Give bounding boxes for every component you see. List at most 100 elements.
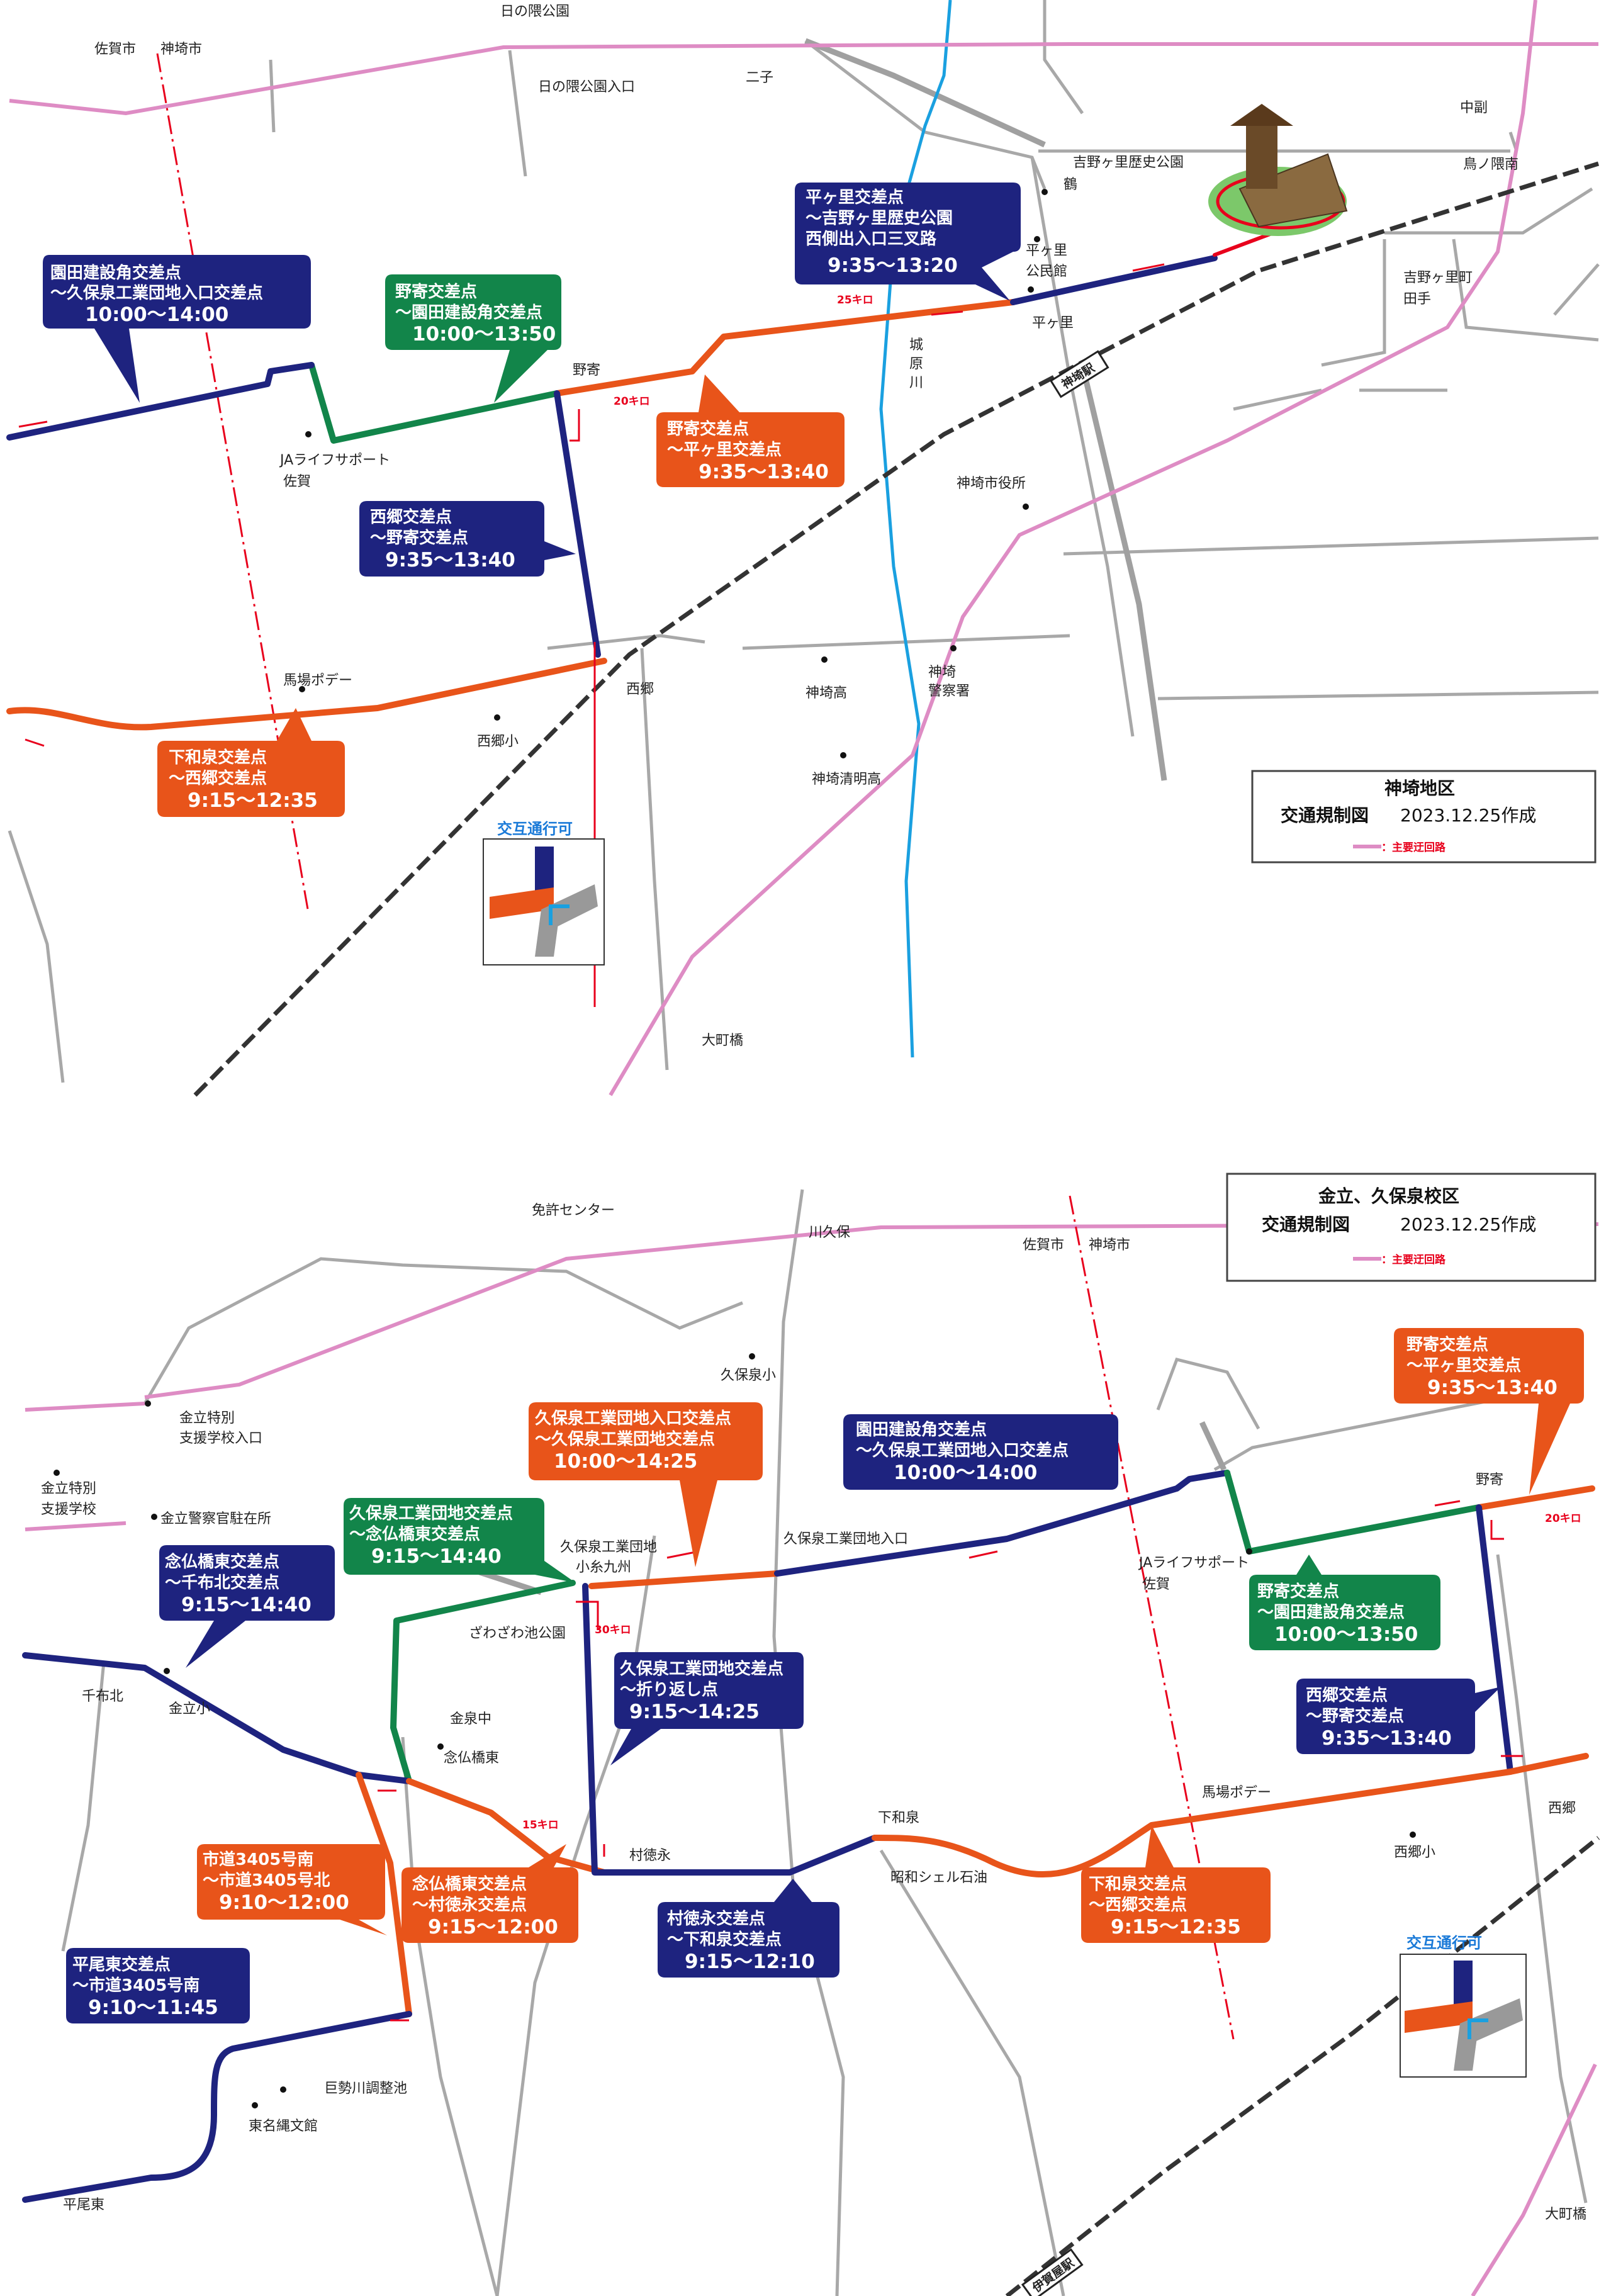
label-hegari-hall-1: 平ヶ里 <box>1026 243 1067 259</box>
top-detour-roads <box>9 0 1598 1096</box>
top-legend-title: 神埼地区 <box>1384 778 1455 799</box>
svg-text:久保泉工業団地交差点: 久保泉工業団地交差点 <box>620 1659 783 1679</box>
label-senpukita: 千布北 <box>82 1689 123 1704</box>
top-box-nozori-hegari: 野寄交差点 ～平ヶ里交差点 9:35～13:40 <box>656 374 845 487</box>
svg-text:10:00～14:00: 10:00～14:00 <box>894 1461 1037 1484</box>
top-box-hegari: 平ヶ里交差点 ～吉野ヶ里歴史公園 西側出入口三叉路 9:35～13:20 <box>795 183 1021 301</box>
label-ja-b-2: 佐賀 <box>1142 1577 1170 1592</box>
top-map: 日の隈公園 日の隈公園入口 二子 佐賀市 神埼市 中副 吉野ヶ里歴史公園 鳥ノ隈… <box>6 0 1600 1097</box>
label-nenbutsu-east: 念仏橋東 <box>444 1750 499 1766</box>
svg-text:9:15～12:10: 9:15～12:10 <box>685 1950 815 1973</box>
svg-text:～村徳永交差点: ～村徳永交差点 <box>412 1895 527 1915</box>
svg-text:念仏橋東交差点: 念仏橋東交差点 <box>165 1552 279 1572</box>
top-legend-detour: ：主要迂回路 <box>1381 841 1446 854</box>
svg-text:～平ヶ里交差点: ～平ヶ里交差点 <box>1406 1356 1521 1375</box>
bottom-box-kubo-entrance: 久保泉工業団地入口交差点 ～久保泉工業団地交差点 10:00～14:25 <box>529 1402 763 1567</box>
route-nozori-hegari <box>554 299 1016 397</box>
label-kanzaki-police-2: 警察署 <box>928 684 970 699</box>
yoshinogari-park-icon <box>1208 104 1348 236</box>
label-hinokuma-park: 日の隈公園 <box>500 4 570 20</box>
svg-text:9:15～14:40: 9:15～14:40 <box>371 1545 502 1568</box>
label-showa-shell: 昭和シェル石油 <box>890 1870 987 1886</box>
label-kubo-entrance: 久保泉工業団地入口 <box>783 1531 908 1547</box>
bottom-box-nenbutsu-mura: 念仏橋東交差点 ～村徳永交差点 9:15～12:00 <box>401 1844 578 1943</box>
speed-30: 30キロ <box>595 1624 631 1636</box>
bottom-box-nozori-sonoda: 野寄交差点 ～園田建設角交差点 10:00～13:50 <box>1249 1555 1440 1650</box>
svg-text:～西郷交差点: ～西郷交差点 <box>169 768 267 788</box>
speed-20-b: 20キロ <box>1545 1512 1581 1525</box>
label-ja-1: JAライフサポート <box>279 453 390 468</box>
label-koseigawa: 巨勢川調整池 <box>324 2081 407 2096</box>
label-ja-2: 佐賀 <box>283 474 311 490</box>
bottom-legend-date: 2023.12.25作成 <box>1400 1214 1536 1235</box>
top-legend: 神埼地区 交通規制図 2023.12.25作成 ：主要迂回路 <box>1251 770 1597 864</box>
route-sonoda-kubo <box>6 362 315 441</box>
label-yoshinogari-park: 吉野ヶ里歴史公園 <box>1073 155 1184 171</box>
label-higashina: 東名縄文館 <box>249 2119 318 2134</box>
bottom-routes <box>22 1470 1595 2203</box>
label-saga-city-b: 佐賀市 <box>1023 1237 1064 1253</box>
svg-text:9:15～12:35: 9:15～12:35 <box>1111 1916 1241 1939</box>
svg-text:下和泉交差点: 下和泉交差点 <box>169 748 267 767</box>
label-kubo-industrial-2: 小糸九州 <box>576 1560 631 1575</box>
svg-text:野寄交差点: 野寄交差点 <box>1406 1335 1488 1354</box>
svg-text:9:35～13:40: 9:35～13:40 <box>1427 1376 1558 1399</box>
label-shimowaizumi-b: 下和泉 <box>878 1810 919 1826</box>
bottom-city-boundary <box>1069 1195 1235 2040</box>
bottom-box-kubo-return: 久保泉工業団地交差点 ～折り返し点 9:15～14:25 <box>610 1652 804 1765</box>
bottom-box-shimowaizumi: 下和泉交差点 ～西郷交差点 9:15～12:35 <box>1081 1825 1271 1943</box>
label-river-3: 川 <box>909 375 923 391</box>
svg-text:西郷交差点: 西郷交差点 <box>370 507 452 527</box>
label-kanadachi-school-entrance-2: 支援学校入口 <box>179 1431 262 1446</box>
label-hinokuma-entrance: 日の隈公園入口 <box>538 79 635 95</box>
label-babapote-b: 馬場ポデー <box>1202 1785 1271 1801</box>
label-kanadachi-jh: 金泉中 <box>450 1711 491 1727</box>
bottom-box-nenbutsu-senpu: 念仏橋東交差点 ～千布北交差点 9:15～14:40 <box>159 1545 335 1668</box>
label-nozori: 野寄 <box>573 363 600 378</box>
label-hiraohigashi: 平尾東 <box>63 2197 104 2213</box>
svg-text:9:35～13:40: 9:35～13:40 <box>385 549 515 571</box>
top-railway <box>193 161 1600 1097</box>
svg-text:～市道3405号南: ～市道3405号南 <box>72 1976 199 1995</box>
label-kawakubo: 川久保 <box>809 1225 850 1241</box>
svg-text:園田建設角交差点: 園田建設角交差点 <box>856 1420 987 1439</box>
bottom-map: 免許センター 川久保 佐賀市 神埼市 久保泉小 金立特別 支援学校入口 金立特別… <box>22 1173 1600 2296</box>
top-box-saigo-nozori: 西郷交差点 ～野寄交差点 9:35～13:40 <box>359 501 576 577</box>
label-menkyo: 免許センター <box>532 1203 615 1218</box>
bottom-alternate-icon: 交互通行可 <box>1400 1934 1527 2078</box>
top-legend-date: 2023.12.25作成 <box>1400 805 1536 826</box>
label-omachibashi-b: 大町橋 <box>1545 2207 1586 2222</box>
svg-text:念仏橋東交差点: 念仏橋東交差点 <box>412 1874 527 1894</box>
svg-text:～折り返し点: ～折り返し点 <box>620 1680 718 1699</box>
label-police-post: 金立警察官駐在所 <box>160 1511 271 1527</box>
svg-text:～久保泉工業団地入口交差点: ～久保泉工業団地入口交差点 <box>856 1441 1069 1460</box>
label-omachibashi: 大町橋 <box>702 1033 743 1049</box>
svg-text:市道3405号南: 市道3405号南 <box>203 1850 313 1869</box>
svg-text:～市道3405号北: ～市道3405号北 <box>203 1871 330 1890</box>
bottom-alternate-label: 交互通行可 <box>1406 1934 1482 1952</box>
svg-text:～吉野ヶ里歴史公園: ～吉野ヶ里歴史公園 <box>806 209 953 228</box>
svg-text:野寄交差点: 野寄交差点 <box>395 282 477 301</box>
svg-text:～千布北交差点: ～千布北交差点 <box>165 1573 279 1592</box>
svg-text:～野寄交差点: ～野寄交差点 <box>370 528 468 548</box>
label-zawazawa: ざわざわ池公園 <box>469 1625 566 1641</box>
label-nakafuku: 中副 <box>1460 100 1488 116</box>
label-kubo-industrial-1: 久保泉工業団地 <box>560 1539 657 1555</box>
label-kanzaki-city: 神埼市 <box>160 42 202 57</box>
bottom-labels: 免許センター 川久保 佐賀市 神埼市 久保泉小 金立特別 支援学校入口 金立特別… <box>41 1203 1586 2222</box>
label-kubo-elem: 久保泉小 <box>721 1368 776 1383</box>
label-kanadachi-elem: 金立小 <box>169 1701 210 1717</box>
bottom-box-sonoda: 園田建設角交差点 ～久保泉工業団地入口交差点 10:00～14:00 <box>843 1414 1118 1490</box>
label-saga-city: 佐賀市 <box>94 42 136 57</box>
svg-text:9:35～13:20: 9:35～13:20 <box>828 254 958 277</box>
speed-20: 20キロ <box>614 395 650 408</box>
iga-station-sign: 伊賀屋駅 <box>1021 2248 1084 2296</box>
bottom-legend-detour: ：主要迂回路 <box>1381 1253 1446 1266</box>
label-kanadachi-school-entrance-1: 金立特別 <box>179 1410 235 1426</box>
svg-text:9:10～11:45: 9:10～11:45 <box>88 1996 218 2019</box>
top-alternate-icon: 交互通行可 <box>483 820 605 965</box>
label-hegari-hall-2: 公民館 <box>1026 264 1067 279</box>
top-box-nozori-sonoda: 野寄交差点 ～園田建設角交差点 10:00～13:50 <box>385 274 561 403</box>
svg-text:平尾東交差点: 平尾東交差点 <box>72 1955 171 1974</box>
